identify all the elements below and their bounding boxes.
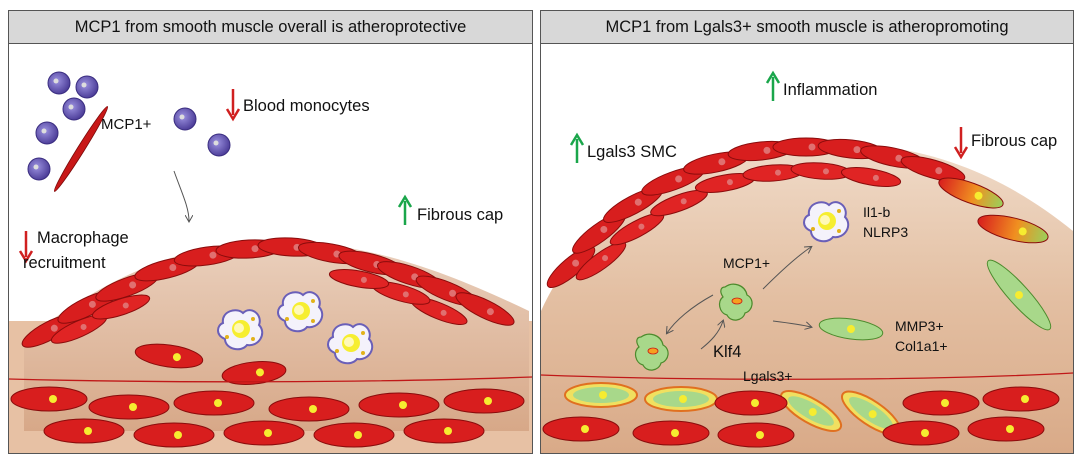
left-panel: MCP1 from smooth muscle overall is ather… — [8, 10, 533, 454]
right-panel: MCP1 from Lgals3+ smooth muscle is ather… — [540, 10, 1074, 454]
klf4-label: Klf4 — [713, 343, 741, 361]
fibrous-cap-smcs — [546, 137, 1049, 288]
elastic-lamina — [9, 376, 532, 383]
elastic-lamina — [541, 372, 1073, 380]
monocyte-cluster — [27, 71, 231, 181]
mcp1-plus-label: MCP1+ — [101, 116, 152, 133]
media-smcs — [10, 386, 525, 448]
left-panel-title: MCP1 from smooth muscle overall is ather… — [9, 11, 532, 44]
fibrous-cap-label: Fibrous cap — [971, 132, 1057, 150]
blood-monocytes-label: Blood monocytes — [243, 97, 370, 115]
inflammation-label: Inflammation — [783, 81, 877, 99]
mcp1-smc-cell — [718, 283, 753, 321]
lgals3-smc-label: Lgals3 SMC — [587, 143, 677, 161]
il1b-label: Il1-b — [863, 204, 890, 220]
fibrous-cap-label: Fibrous cap — [417, 206, 503, 224]
down-arrow-icon — [953, 127, 969, 160]
lgals3-plus-label: Lgals3+ — [743, 368, 792, 384]
macrophages — [217, 291, 374, 365]
down-arrow-icon — [18, 231, 34, 264]
mcp1-smc — [53, 106, 109, 192]
nlrp3-label: NLRP3 — [863, 224, 908, 240]
arrow-to-green-smc — [772, 320, 811, 327]
left-diagram: MCP1+ Blood monocytes Macrophage recruit… — [9, 71, 532, 453]
up-arrow-icon — [397, 194, 413, 225]
right-panel-title: MCP1 from Lgals3+ smooth muscle is ather… — [541, 11, 1073, 44]
up-arrow-icon — [569, 132, 585, 163]
mmp3-label: MMP3+ — [895, 318, 944, 334]
up-arrow-icon — [765, 70, 781, 101]
macrophage-label: Macrophage — [37, 229, 129, 247]
recruitment-label: recruitment — [23, 254, 106, 272]
mcp1-smc-cell — [634, 333, 669, 371]
col1a1-label: Col1a1+ — [895, 338, 948, 354]
media-smcs — [542, 382, 1060, 448]
mcp1-plus-label: MCP1+ — [723, 255, 770, 271]
migration-arrow — [173, 170, 189, 221]
arrow-to-macrophage — [762, 247, 811, 290]
fibrous-cap-smcs — [21, 237, 515, 348]
plaque-smcs — [134, 343, 287, 385]
plaque-core — [541, 142, 1073, 453]
green-smc — [818, 317, 884, 341]
down-arrow-icon — [225, 89, 241, 122]
arrow-klf4-to-mcp1 — [700, 321, 723, 350]
green-smc — [986, 259, 1052, 331]
arrow-mcp1-to-klf4 — [667, 294, 714, 333]
right-diagram: Inflammation Lgals3 SMC Fibrous cap Il1-… — [541, 70, 1073, 453]
macrophage — [803, 201, 850, 243]
